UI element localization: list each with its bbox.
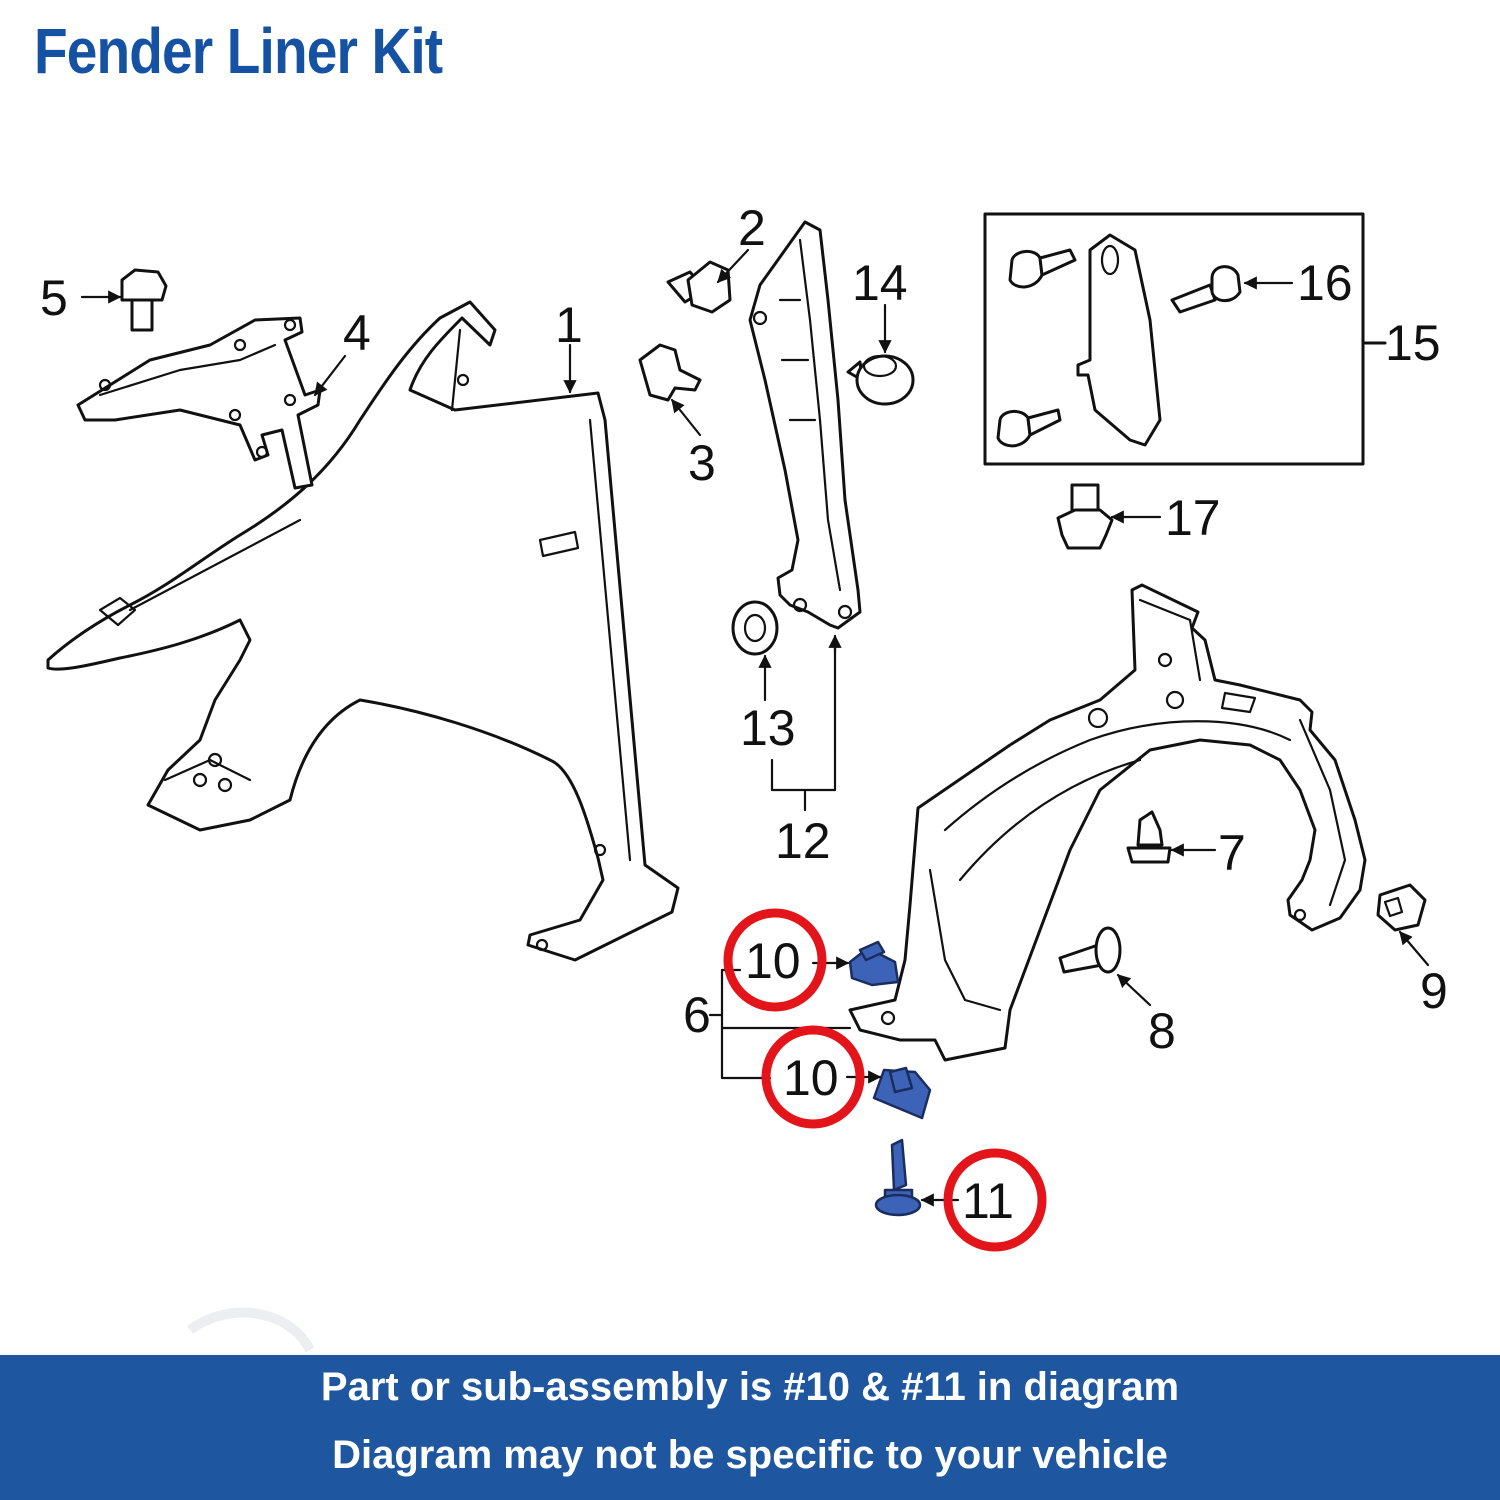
info-banner: Part or sub-assembly is #10 & #11 in dia… xyxy=(0,1355,1500,1500)
highlight-ring-10-upper xyxy=(723,908,827,1012)
highlight-ring-11 xyxy=(943,1148,1047,1252)
callout-1: 1 xyxy=(555,297,583,353)
clip-part-17 xyxy=(1056,483,1114,550)
bolt-part-2 xyxy=(666,260,732,314)
callout-3: 3 xyxy=(688,435,716,491)
callout-2: 2 xyxy=(738,200,766,256)
washer-part-13 xyxy=(731,600,779,656)
callout-6: 6 xyxy=(683,987,711,1043)
callout-15: 15 xyxy=(1385,315,1441,371)
clip-part-7 xyxy=(1126,810,1172,864)
nut-part-10-lower xyxy=(872,1066,932,1120)
clip-part-9 xyxy=(1376,883,1427,932)
nut-part-10-upper xyxy=(848,940,900,987)
banner-line-parts: Part or sub-assembly is #10 & #11 in dia… xyxy=(320,1365,1180,1409)
callout-5: 5 xyxy=(40,270,68,326)
callout-8: 8 xyxy=(1148,1003,1176,1059)
seal-part-12 xyxy=(748,220,862,630)
callout-13: 13 xyxy=(740,700,796,756)
bracket-part-4 xyxy=(76,316,322,490)
screw-part-11 xyxy=(874,1138,922,1217)
bolt-part-5 xyxy=(120,268,168,332)
callout-17: 17 xyxy=(1165,490,1221,546)
callout-14: 14 xyxy=(852,255,908,311)
callout-9: 9 xyxy=(1420,963,1448,1019)
callout-11: 11 xyxy=(962,1173,1014,1229)
banner-line-disclaimer: Diagram may not be specific to your vehi… xyxy=(332,1433,1168,1477)
screw-part-8 xyxy=(1058,926,1122,974)
callout-12: 12 xyxy=(775,813,831,869)
page-title: Fender Liner Kit xyxy=(34,15,443,87)
callout-10-upper: 10 xyxy=(745,933,801,989)
callout-4: 4 xyxy=(343,305,371,361)
mud-guard-kit-part-15 xyxy=(983,212,1387,466)
clip-part-14 xyxy=(846,354,915,406)
highlight-ring-10-lower xyxy=(761,1025,865,1129)
fender-part-1 xyxy=(46,300,680,962)
clip-part-3 xyxy=(638,343,702,402)
callout-7: 7 xyxy=(1218,825,1246,881)
callout-16: 16 xyxy=(1297,255,1353,311)
fender-liner-diagram: 1 2 3 4 5 6 7 8 9 10 10 11 12 13 14 15 1… xyxy=(40,200,1448,1252)
fender-liner-part-6 xyxy=(848,583,1367,1062)
callout-10-lower: 10 xyxy=(783,1050,839,1106)
